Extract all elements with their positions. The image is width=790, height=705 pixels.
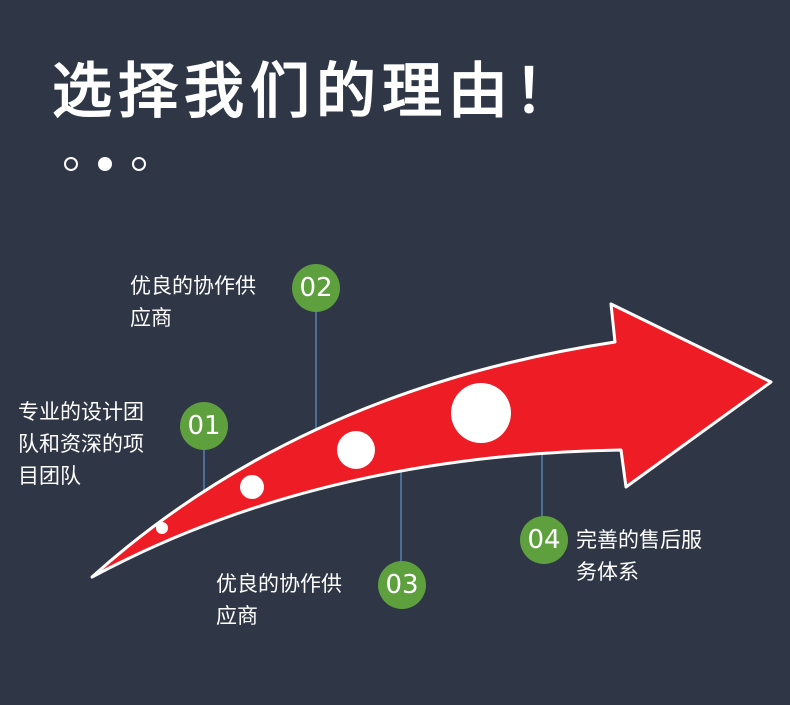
reason-02-text: 优良的协作供 应商 [130,274,256,330]
slide-indicator [64,157,146,171]
reason-01-badge: 01 [180,402,228,450]
reason-03-text: 优良的协作供 应商 [216,572,342,628]
reason-03-badge: 03 [378,561,426,609]
reason-02-badge: 02 [292,264,340,312]
indicator-dot-2-active[interactable] [98,157,112,171]
page-title: 选择我们的理由！ [52,57,580,127]
milestone-dot-medium [240,475,264,499]
milestone-dot-large [337,431,375,469]
indicator-dot-3[interactable] [132,157,146,171]
arrow-shape [90,302,773,579]
reason-04-text: 完善的售后服 务体系 [576,528,702,584]
reason-01-text: 专业的设计团 队和资深的项 目团队 [18,400,144,488]
reason-04-badge: 04 [520,516,568,564]
milestone-dot-small [156,522,168,534]
indicator-dot-1[interactable] [64,157,78,171]
milestone-dot-xlarge [451,383,511,443]
